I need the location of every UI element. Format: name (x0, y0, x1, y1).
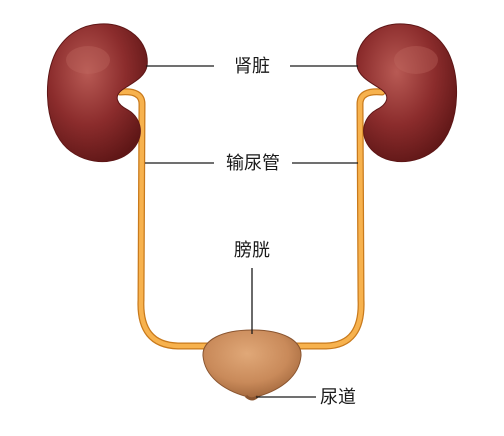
label-ureter: 输尿管 (226, 153, 280, 174)
label-bladder: 膀胱 (234, 240, 270, 261)
ureter-right (288, 88, 386, 350)
label-urethra: 尿道 (320, 387, 356, 408)
bladder (202, 329, 302, 399)
kidney-left (47, 23, 148, 163)
ureter-left (116, 88, 216, 350)
label-kidney: 肾脏 (234, 56, 270, 77)
